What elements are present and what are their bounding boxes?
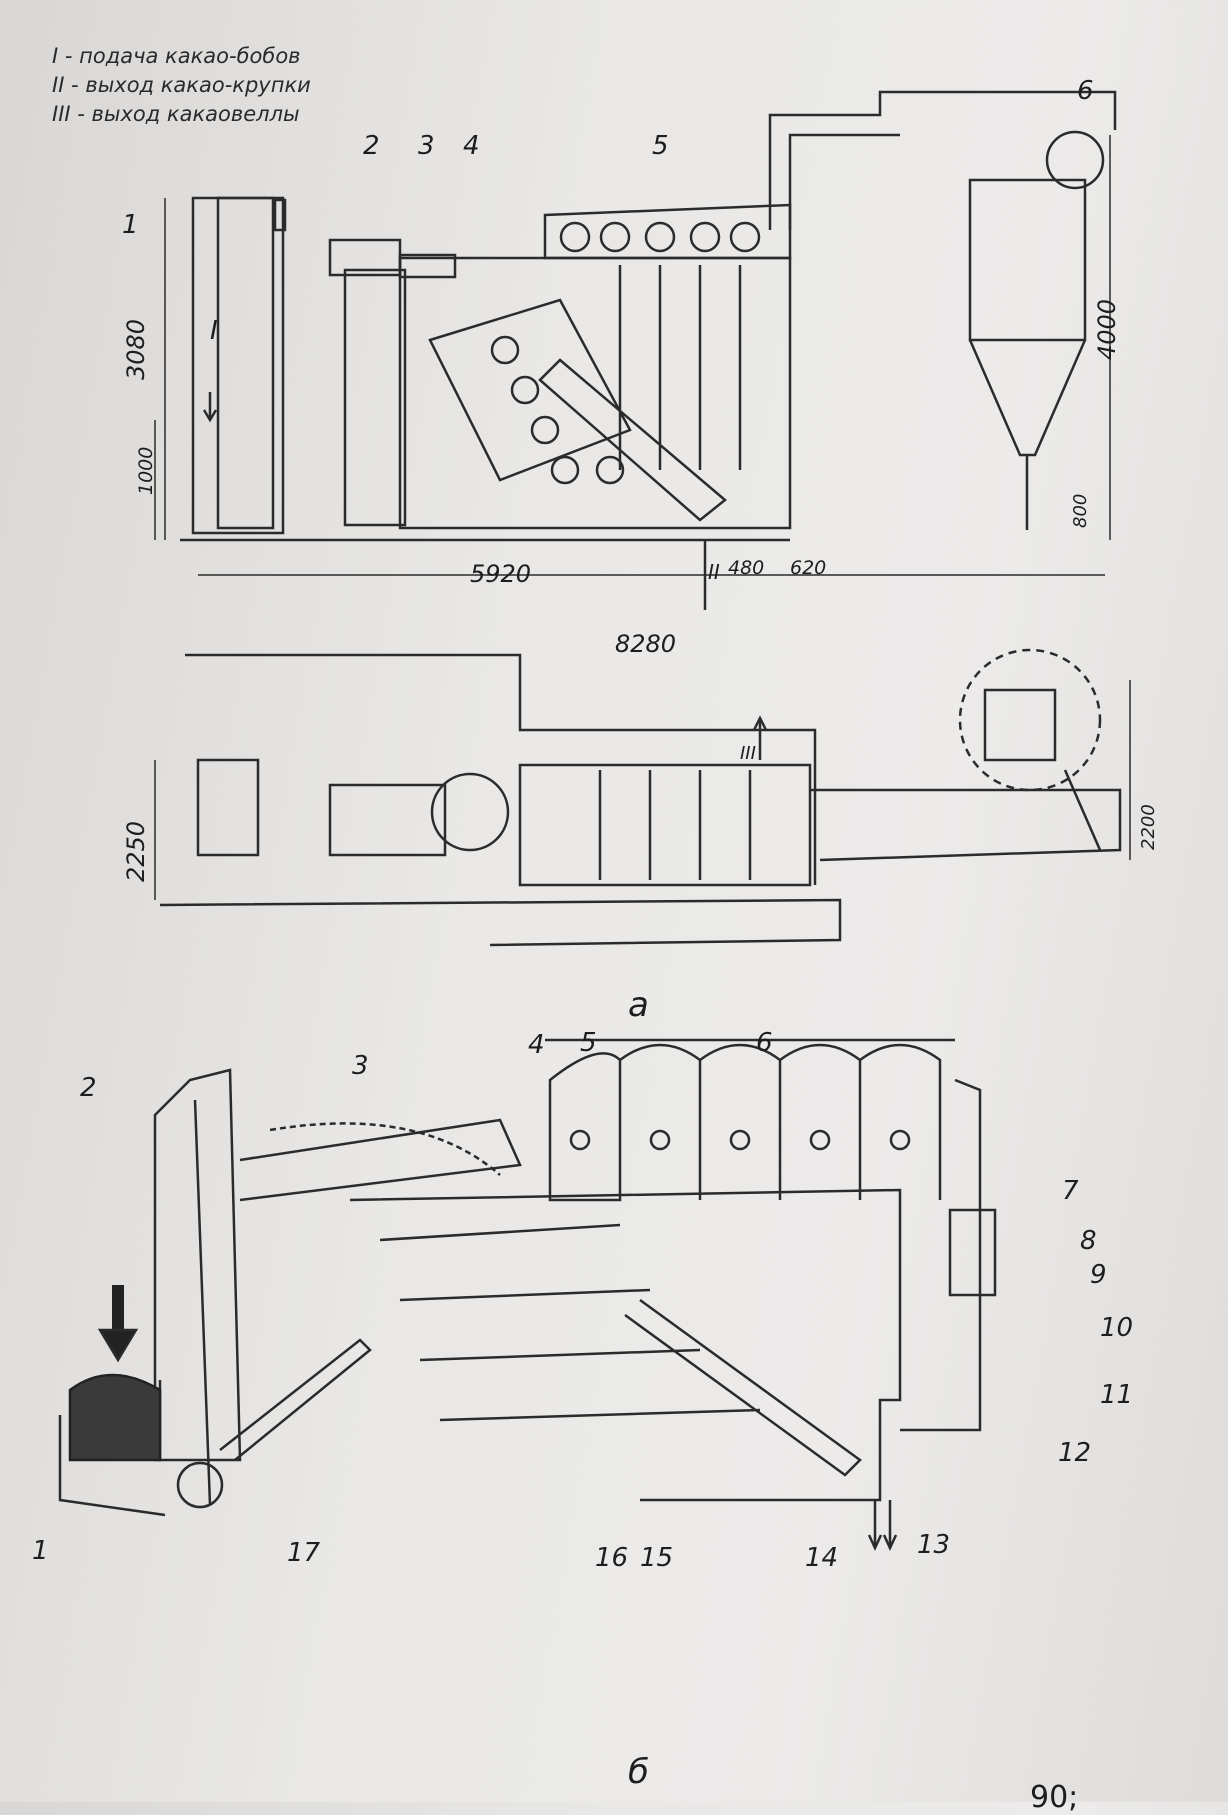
part-label-9-b: 9 bbox=[1090, 1260, 1107, 1290]
part-label-11-b: 11 bbox=[1100, 1380, 1134, 1410]
part-label-13-b: 13 bbox=[917, 1530, 951, 1560]
dim-length-main: 5920 bbox=[470, 560, 532, 588]
dim-height-total: 3080 bbox=[122, 318, 150, 380]
part-label-6-a: 6 bbox=[1077, 76, 1094, 106]
part-label-10-b: 10 bbox=[1100, 1313, 1134, 1343]
dim-height-hopper: 1000 bbox=[135, 446, 157, 495]
part-label-6-b: 6 bbox=[756, 1028, 773, 1058]
legend-item-shell: III - выход какаовеллы bbox=[52, 102, 300, 126]
plan-view bbox=[154, 648, 1131, 947]
legend-item-feed: I - подача какао-бобов bbox=[52, 44, 301, 68]
part-label-3-a: 3 bbox=[418, 131, 435, 161]
part-label-2-a: 2 bbox=[363, 131, 380, 161]
elevation-view bbox=[154, 90, 1117, 610]
part-label-5-a: 5 bbox=[652, 131, 669, 161]
part-label-14-b: 14 bbox=[805, 1543, 839, 1573]
part-label-8-b: 8 bbox=[1080, 1226, 1097, 1256]
dim-offset-1: 480 bbox=[728, 557, 765, 579]
caption-b: б bbox=[628, 1752, 649, 1792]
part-label-2-b: 2 bbox=[80, 1073, 97, 1103]
dim-offset-2: 620 bbox=[790, 557, 827, 579]
part-label-12-b: 12 bbox=[1058, 1438, 1092, 1468]
dim-cyclone-leg: 800 bbox=[1070, 493, 1091, 528]
part-label-3-b: 3 bbox=[352, 1051, 369, 1081]
flow-label-nibs: II bbox=[708, 560, 720, 584]
part-label-15-b: 15 bbox=[640, 1543, 674, 1573]
caption-a: а bbox=[628, 985, 649, 1025]
flow-label-shell: III bbox=[740, 743, 756, 764]
part-label-4-a: 4 bbox=[463, 131, 480, 161]
part-label-17-b: 17 bbox=[287, 1538, 321, 1568]
page-number: 90; bbox=[1030, 1780, 1079, 1815]
dim-length-total: 8280 bbox=[615, 630, 677, 658]
flow-label-feed: I bbox=[210, 316, 218, 346]
part-label-16-b: 16 bbox=[595, 1543, 629, 1573]
dim-cyclone-width: 2200 bbox=[1138, 804, 1159, 850]
legend: I - подача какао-бобов II - выход какао-… bbox=[52, 42, 311, 129]
part-label-1-b: 1 bbox=[32, 1536, 49, 1566]
dim-width-plan: 2250 bbox=[122, 820, 150, 882]
legend-item-nibs: II - выход какао-крупки bbox=[52, 73, 311, 97]
part-label-5-b: 5 bbox=[580, 1028, 597, 1058]
part-label-7-b: 7 bbox=[1062, 1176, 1079, 1206]
section-view bbox=[58, 1038, 997, 1551]
part-label-1-a: 1 bbox=[122, 210, 139, 240]
dim-cyclone-height: 4000 bbox=[1093, 298, 1121, 360]
part-label-4-b: 4 bbox=[528, 1030, 545, 1060]
